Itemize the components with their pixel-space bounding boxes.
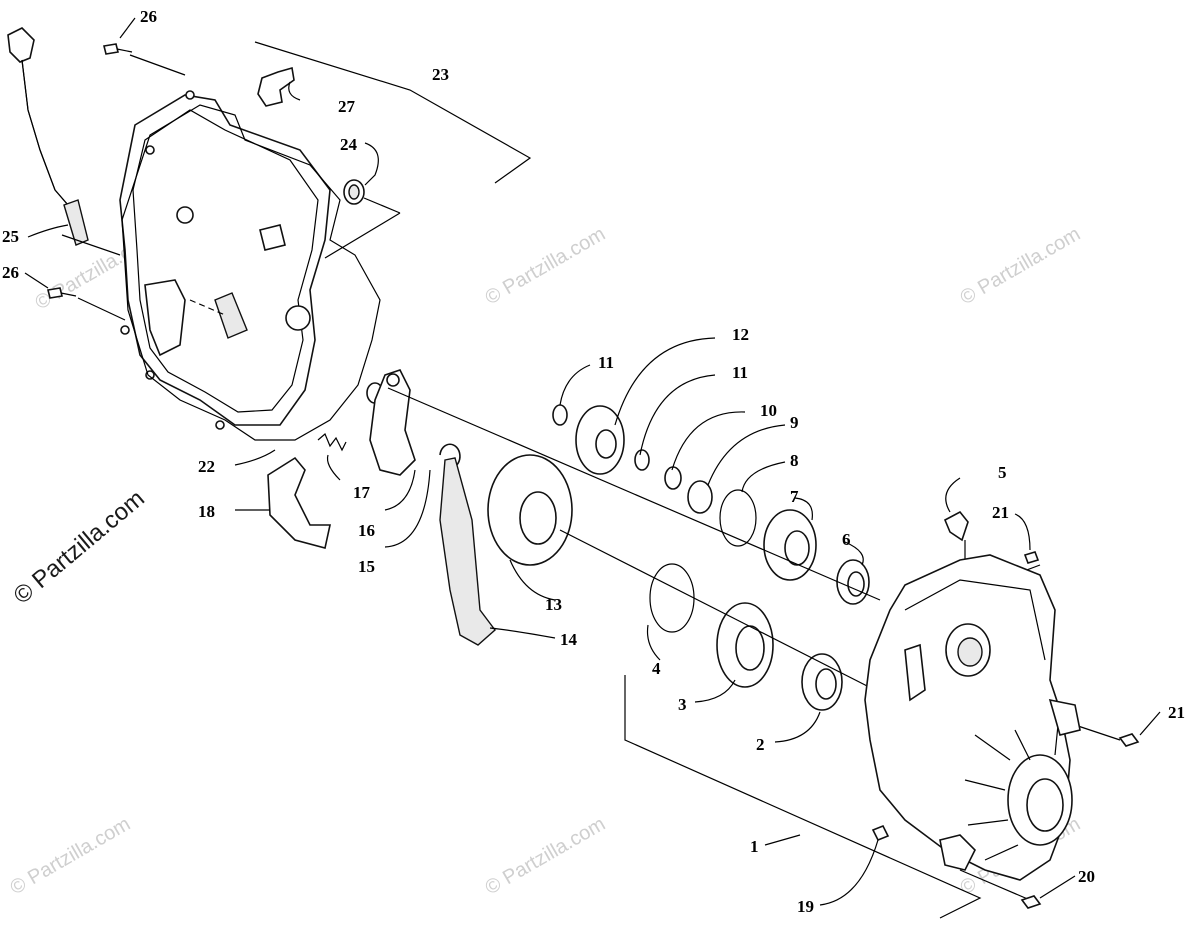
callout-1: 1: [750, 837, 759, 856]
callout-9: 9: [790, 413, 799, 432]
callout-11-right: 11: [732, 363, 748, 382]
callout-20: 20: [1078, 867, 1095, 886]
callout-5: 5: [998, 463, 1007, 482]
callout-21-top: 21: [992, 503, 1009, 522]
callout-25: 25: [2, 227, 19, 246]
upper-cover: [119, 90, 381, 441]
watermark: © Partzilla.com: [7, 813, 135, 899]
watermark: © Partzilla.com: [482, 813, 610, 899]
watermark: © Partzilla.com: [482, 223, 610, 309]
sensor-cable: [7, 27, 89, 246]
callout-26-left: 26: [2, 263, 19, 282]
callout-13: 13: [545, 595, 562, 614]
callout-7: 7: [790, 487, 799, 506]
callout-24: 24: [340, 135, 358, 154]
callout-2: 2: [756, 735, 765, 754]
right-housing: [864, 554, 1081, 881]
callout-labels: 26 27 23 24 25 26 22 17 16 18 15 14 13 1…: [2, 7, 1185, 916]
callout-19: 19: [797, 897, 814, 916]
callout-4: 4: [652, 659, 661, 678]
callout-22: 22: [198, 457, 215, 476]
middle-parts: [267, 369, 969, 711]
callout-27: 27: [338, 97, 356, 116]
watermark-main: © Partzilla.com: [9, 485, 150, 610]
watermark: © Partzilla.com: [957, 223, 1085, 309]
callout-6: 6: [842, 530, 851, 549]
callout-16: 16: [358, 521, 375, 540]
leader-lines: [24, 17, 1161, 906]
callout-23: 23: [432, 65, 449, 84]
callout-17: 17: [353, 483, 371, 502]
upper-small-parts: [47, 43, 365, 299]
callout-21-right: 21: [1168, 703, 1185, 722]
bolts: [871, 551, 1140, 909]
callout-12: 12: [732, 325, 749, 344]
callout-18: 18: [198, 502, 215, 521]
callout-26-top: 26: [140, 7, 157, 26]
callout-15: 15: [358, 557, 375, 576]
callout-8: 8: [790, 451, 799, 470]
callout-10: 10: [760, 401, 777, 420]
callout-14: 14: [560, 630, 578, 649]
bracket-lines: [254, 41, 982, 919]
callout-3: 3: [678, 695, 687, 714]
callout-11-left: 11: [598, 353, 614, 372]
